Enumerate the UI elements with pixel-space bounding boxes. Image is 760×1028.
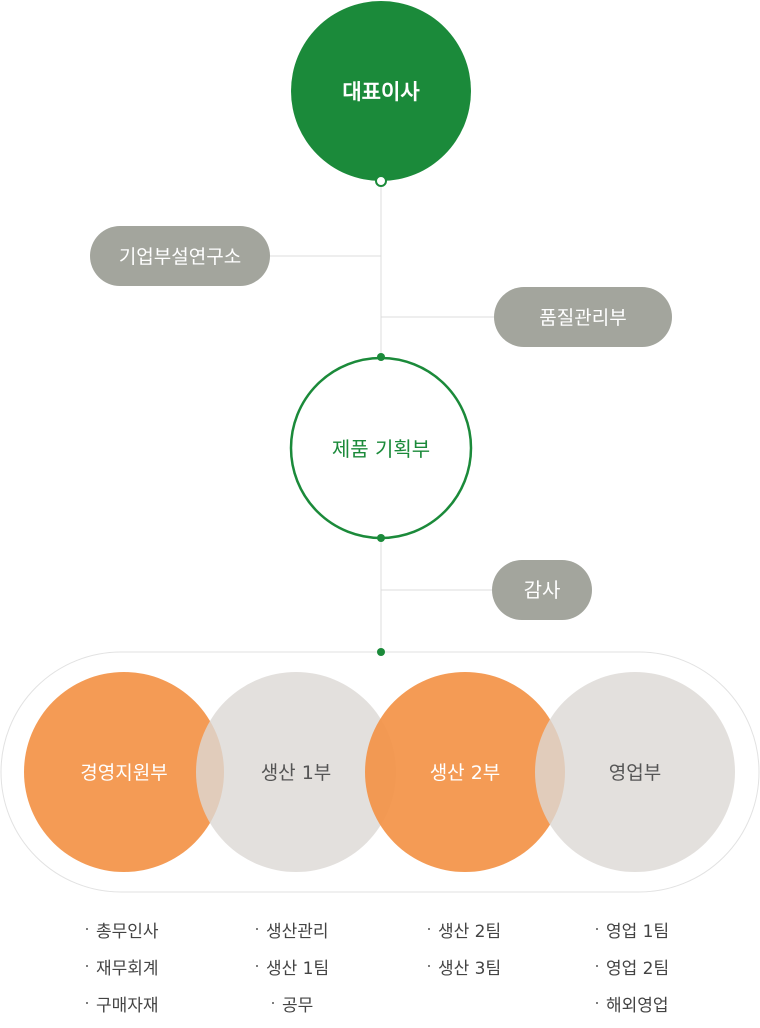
sub-item: 영업 1팀 xyxy=(596,917,669,954)
planning-label: 제품 기획부 xyxy=(332,437,430,461)
planning-bottom-dot xyxy=(377,534,385,542)
sub-item: 공무 xyxy=(256,991,329,1028)
sub-item: 재무회계 xyxy=(86,954,159,991)
dept-circle-management[interactable] xyxy=(24,672,224,872)
dept-circle-production-1[interactable] xyxy=(196,672,396,872)
lab-label: 기업부설연구소 xyxy=(119,246,241,268)
dept-circle-production-2[interactable] xyxy=(365,672,565,872)
ceo-junction-dot xyxy=(375,175,387,187)
sub-item: 생산 1팀 xyxy=(256,954,329,991)
sub-item: 영업 2팀 xyxy=(596,954,669,991)
dept-label-management: 경영지원부 xyxy=(80,762,167,784)
dept-label-production-2: 생산 2부 xyxy=(430,762,501,784)
sub-list-management: 총무인사 재무회계 구매자재 xyxy=(86,917,159,1028)
departments-junction-dot xyxy=(377,648,385,656)
sub-item: 구매자재 xyxy=(86,991,159,1028)
lab-node[interactable]: 기업부설연구소 xyxy=(90,226,270,286)
dept-circle-sales[interactable] xyxy=(535,672,735,872)
quality-node[interactable]: 품질관리부 xyxy=(494,287,672,347)
dept-label-sales: 영업부 xyxy=(609,762,661,784)
department-circles xyxy=(24,672,735,872)
sub-item: 총무인사 xyxy=(86,917,159,954)
sub-item: 생산관리 xyxy=(256,917,329,954)
ceo-node[interactable]: 대표이사 xyxy=(291,1,471,181)
sub-list-production-2: 생산 2팀 생산 3팀 xyxy=(428,917,501,991)
ceo-label: 대표이사 xyxy=(342,80,420,104)
sub-list-sales: 영업 1팀 영업 2팀 해외영업 xyxy=(596,917,669,1028)
dept-label-production-1: 생산 1부 xyxy=(261,762,332,784)
sub-list-production-1: 생산관리 생산 1팀 공무 xyxy=(256,917,329,1028)
sub-item: 생산 2팀 xyxy=(428,917,501,954)
planning-top-dot xyxy=(377,353,385,361)
sub-item: 생산 3팀 xyxy=(428,954,501,991)
audit-label: 감사 xyxy=(524,578,561,602)
sub-item: 해외영업 xyxy=(596,991,669,1028)
audit-node[interactable]: 감사 xyxy=(492,560,592,620)
quality-label: 품질관리부 xyxy=(539,307,626,329)
planning-node[interactable]: 제품 기획부 xyxy=(289,356,473,540)
